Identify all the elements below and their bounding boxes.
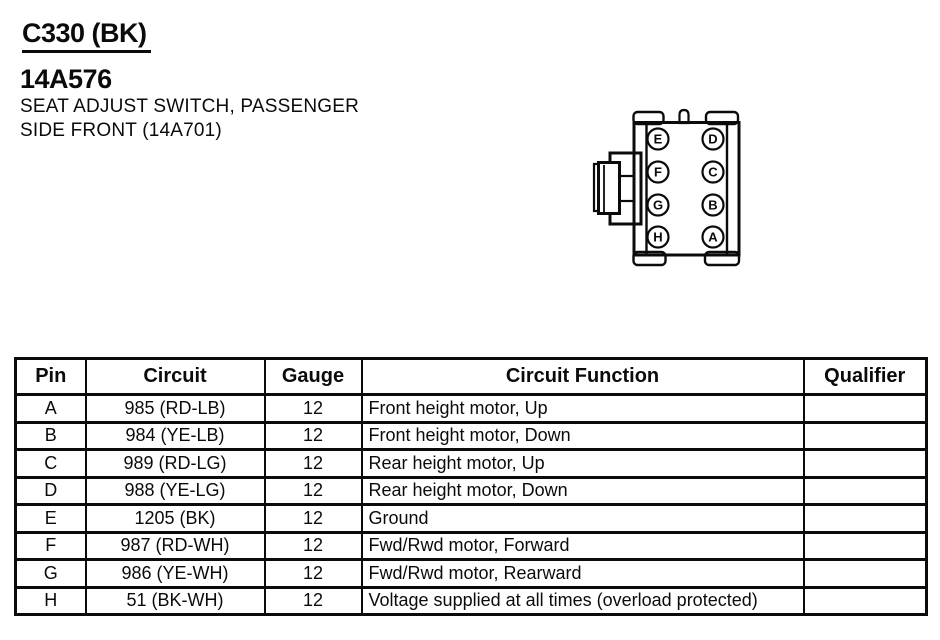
pin-cell: D xyxy=(14,475,87,506)
part-number-heading: 14A576 xyxy=(20,64,112,94)
pin-cavity-B xyxy=(701,193,725,217)
column-header-circuit: Circuit xyxy=(84,357,266,396)
pin-cavity-F xyxy=(646,160,670,184)
qualifier-cell xyxy=(802,448,928,479)
pin-cell: H xyxy=(14,585,87,616)
pin-label-E: E xyxy=(654,132,663,147)
gauge-cell: 12 xyxy=(263,448,363,479)
component-description-line1: SEAT ADJUST SWITCH, PASSENGER xyxy=(20,96,360,117)
gauge-cell: 12 xyxy=(263,530,363,561)
function-cell: Voltage supplied at all times (overload … xyxy=(360,585,805,616)
pin-cell: B xyxy=(14,420,87,451)
circuit-cell: 988 (YE-LG) xyxy=(84,475,266,506)
gauge-cell: 12 xyxy=(263,503,363,534)
column-header-qualifier: Qualifier xyxy=(802,357,928,396)
qualifier-cell xyxy=(802,503,928,534)
circuit-cell: 989 (RD-LG) xyxy=(84,448,266,479)
pin-cell: G xyxy=(14,558,87,589)
gauge-cell: 12 xyxy=(263,558,363,589)
pin-cell: C xyxy=(14,448,87,479)
column-header-gauge: Gauge xyxy=(263,357,363,396)
circuit-cell: 986 (YE-WH) xyxy=(84,558,266,589)
function-cell: Front height motor, Down xyxy=(360,420,805,451)
pin-cavity-C xyxy=(701,160,725,184)
circuit-cell: 987 (RD-WH) xyxy=(84,530,266,561)
connector-body-outline xyxy=(632,121,741,257)
gauge-cell: 12 xyxy=(263,393,363,424)
pin-cavity-H xyxy=(646,225,670,249)
pin-label-B: B xyxy=(708,198,717,213)
circuit-cell: 51 (BK-WH) xyxy=(84,585,266,616)
pin-cell: A xyxy=(14,393,87,424)
table-header-row: Pin Circuit Gauge Circuit Function Quali… xyxy=(14,357,928,396)
pin-label-C: C xyxy=(708,165,718,180)
pin-label-A: A xyxy=(708,230,718,245)
function-cell: Fwd/Rwd motor, Rearward xyxy=(360,558,805,589)
column-header-pin: Pin xyxy=(14,357,87,396)
qualifier-cell xyxy=(802,393,928,424)
gauge-cell: 12 xyxy=(263,475,363,506)
latch-plug xyxy=(597,161,621,215)
pin-cavity-E xyxy=(646,127,670,151)
pin-label-G: G xyxy=(653,198,663,213)
qualifier-cell xyxy=(802,420,928,451)
circuit-cell: 984 (YE-LB) xyxy=(84,420,266,451)
connector-id-heading: C330 (BK) xyxy=(22,19,151,53)
function-cell: Front height motor, Up xyxy=(360,393,805,424)
component-description-line2: SIDE FRONT (14A701) xyxy=(20,119,222,141)
pin-assignment-table: Pin Circuit Gauge Circuit Function Quali… xyxy=(14,357,928,616)
index-bump xyxy=(678,108,690,125)
circuit-cell: 985 (RD-LB) xyxy=(84,393,266,424)
function-cell: Ground xyxy=(360,503,805,534)
pin-label-D: D xyxy=(708,132,717,147)
component-description: SEAT ADJUST SWITCH, PASSENGER SIDE FRONT… xyxy=(20,95,359,142)
function-cell: Rear height motor, Down xyxy=(360,475,805,506)
qualifier-cell xyxy=(802,475,928,506)
qualifier-cell xyxy=(802,530,928,561)
column-header-circuit-function: Circuit Function xyxy=(360,357,805,396)
pin-cavity-G xyxy=(646,193,670,217)
function-cell: Fwd/Rwd motor, Forward xyxy=(360,530,805,561)
pin-layer: E F G H D C B A xyxy=(646,127,725,249)
pin-label-H: H xyxy=(653,230,662,245)
function-cell: Rear height motor, Up xyxy=(360,448,805,479)
pin-cell: E xyxy=(14,503,87,534)
qualifier-cell xyxy=(802,585,928,616)
pin-label-F: F xyxy=(654,165,662,180)
pin-cavity-A xyxy=(701,225,725,249)
circuit-cell: 1205 (BK) xyxy=(84,503,266,534)
gauge-cell: 12 xyxy=(263,420,363,451)
qualifier-cell xyxy=(802,558,928,589)
pin-cavity-D xyxy=(701,127,725,151)
pin-cell: F xyxy=(14,530,87,561)
gauge-cell: 12 xyxy=(263,585,363,616)
connector-face-diagram: E F G H D C B A xyxy=(592,108,741,267)
